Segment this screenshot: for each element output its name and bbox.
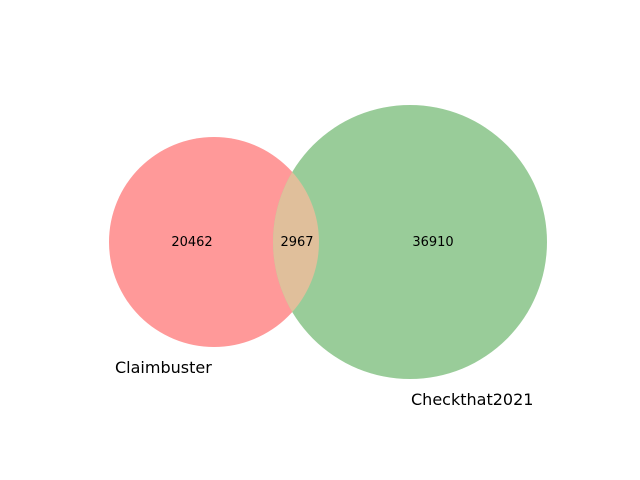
checkthat2021-label: Checkthat2021: [411, 390, 533, 409]
claimbuster-circle: [109, 137, 319, 347]
intersection-count: 2967: [280, 235, 313, 250]
only-claimbuster-count: 20462: [171, 235, 212, 250]
checkthat2021-circle: [273, 105, 547, 379]
claimbuster-label: Claimbuster: [115, 358, 212, 377]
only-checkthat2021-count: 36910: [412, 235, 453, 250]
